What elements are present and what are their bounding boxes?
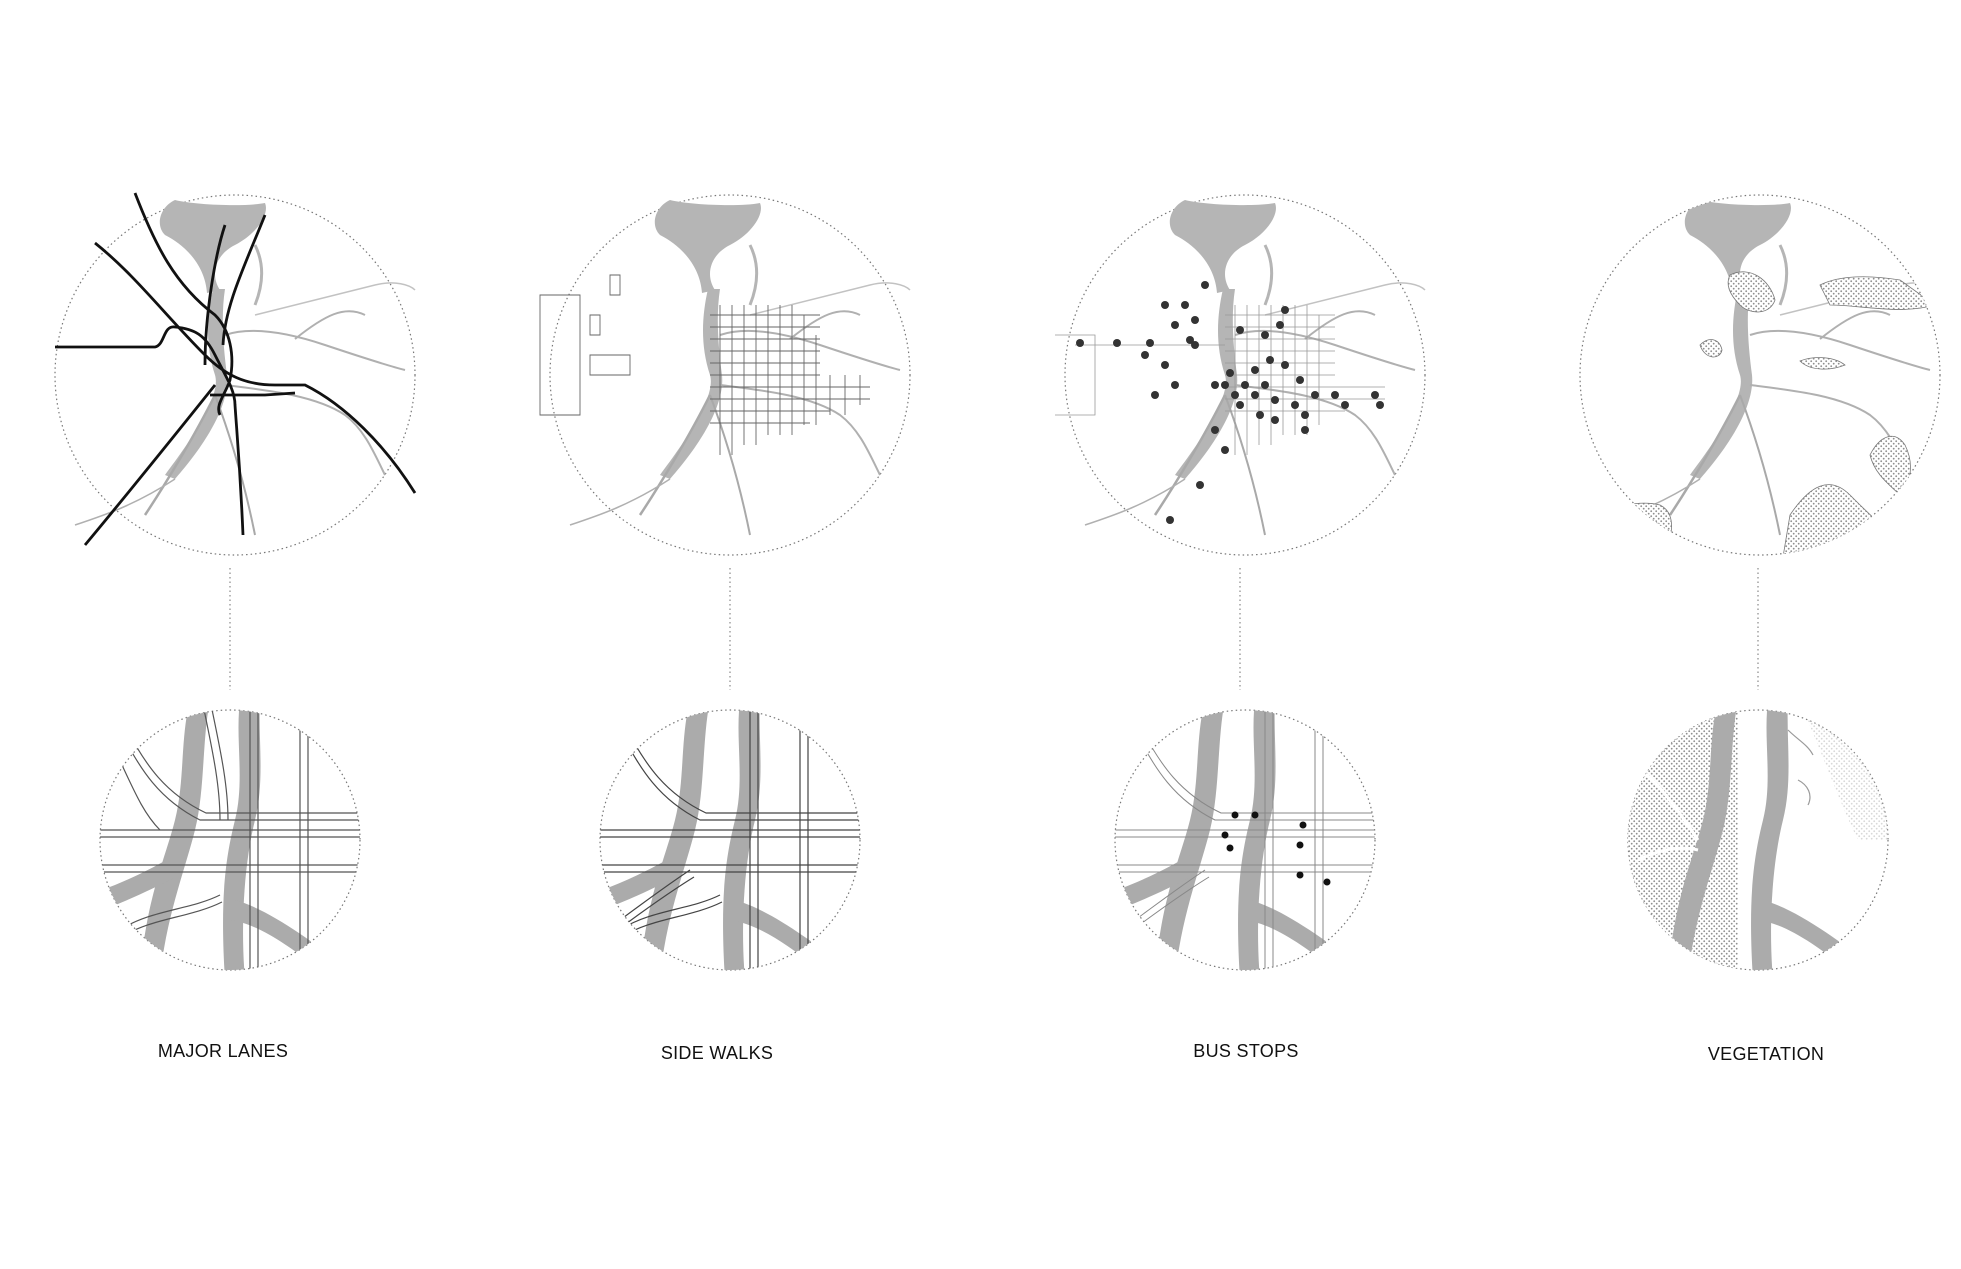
bus-stop-points [1076,281,1384,524]
detail-circle [1114,709,1376,971]
panel-vegetation [1579,194,1941,971]
label-side-walks: SIDE WALKS [660,1043,774,1063]
label-vegetation: VEGETATION [1707,1044,1825,1064]
overview-circle [1579,194,1941,556]
label-major-lanes: MAJOR LANES [157,1041,289,1061]
panel-major-lanes [54,192,417,971]
detail-circle [599,709,861,971]
major-lane-lines [55,192,417,546]
overview-circle [1064,194,1426,556]
bus-stop-points [1221,811,1331,886]
sidewalk-grid [539,274,870,455]
label-bus-stops: BUS STOPS [1193,1041,1299,1061]
detail-circle [99,709,361,971]
panel-bus-stops [1055,194,1427,971]
overview-circle [54,194,416,556]
overview-circle [549,194,911,556]
panel-side-walks [539,194,912,971]
vegetation-areas [1580,271,1936,555]
